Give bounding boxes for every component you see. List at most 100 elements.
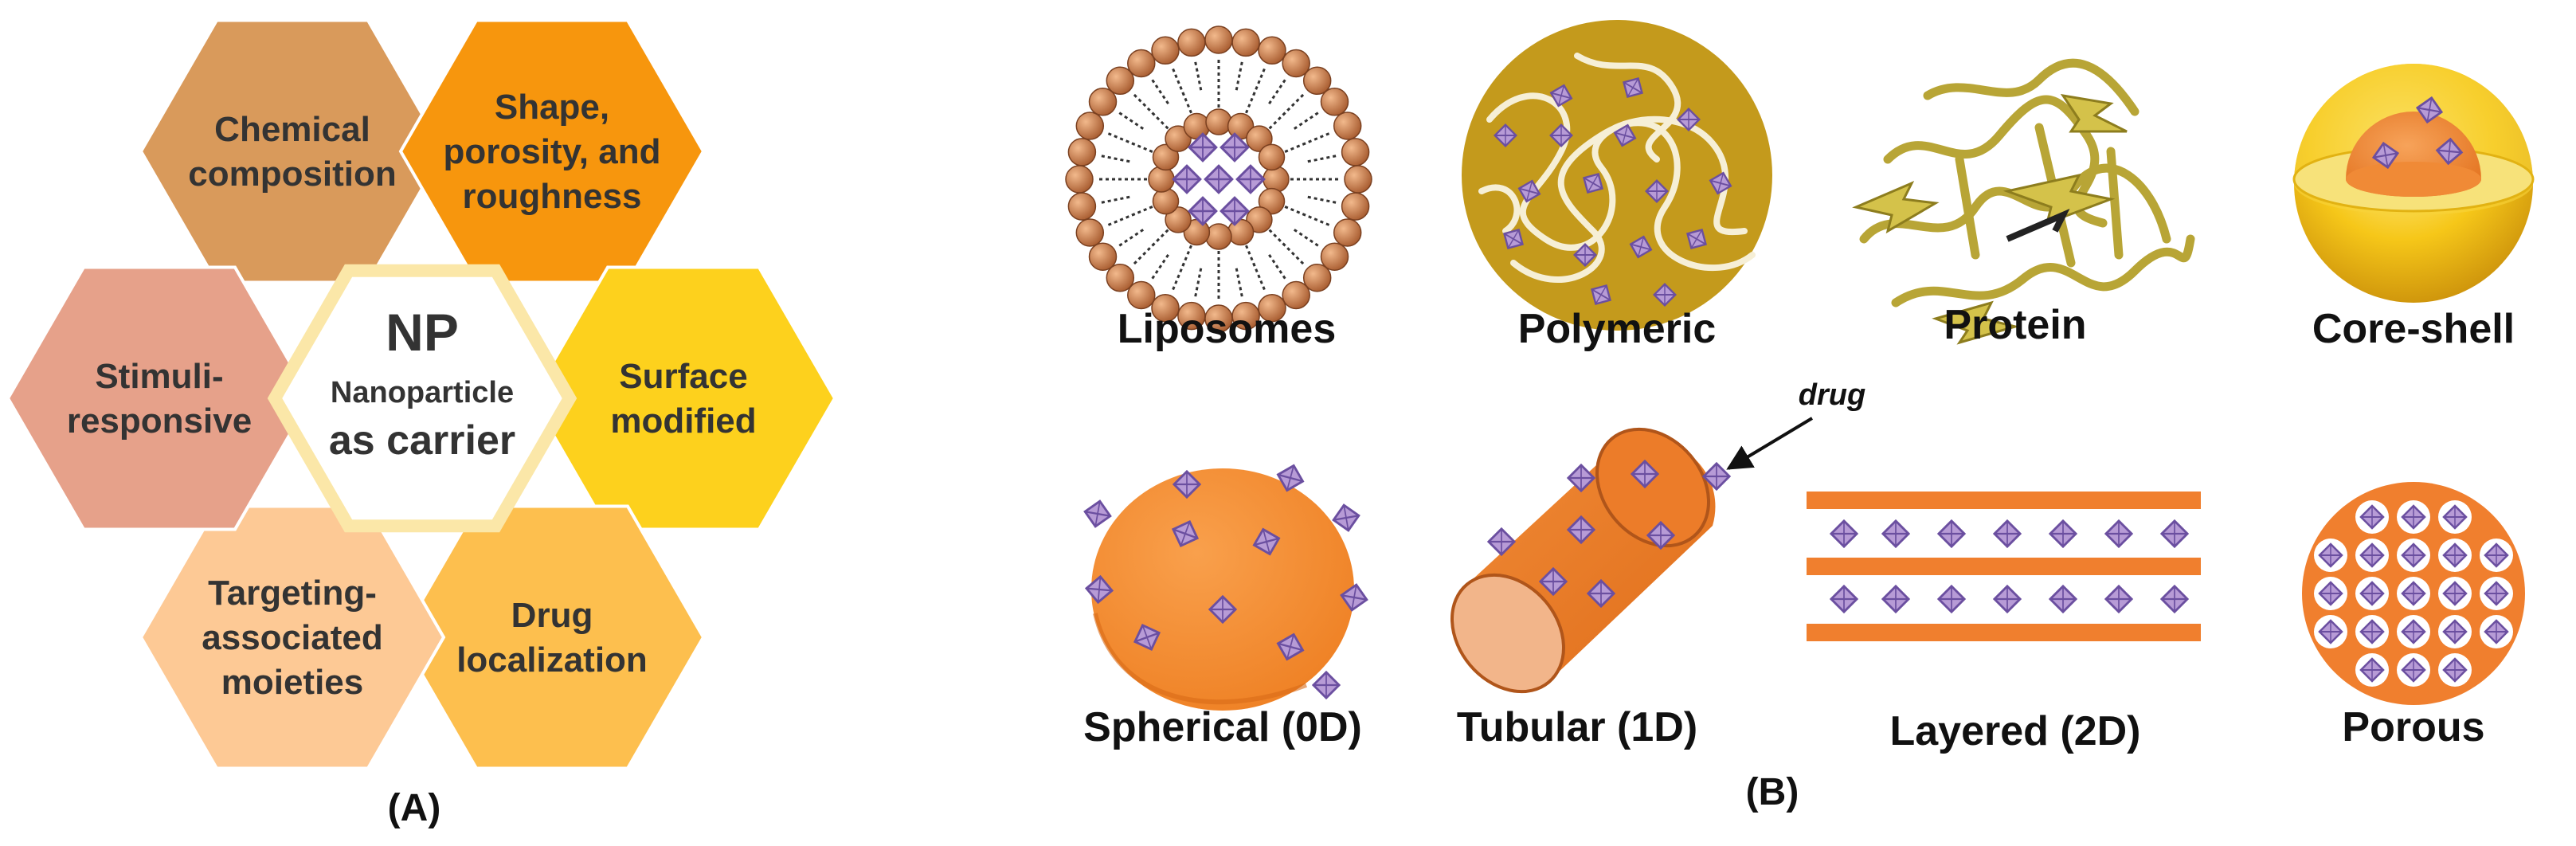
drug-molecule-icon	[2318, 581, 2343, 606]
np-type-label: Tubular (1D)	[1457, 704, 1697, 750]
drug-molecule-icon	[1084, 574, 1114, 605]
np-type-label: Spherical (0D)	[1083, 704, 1362, 750]
hexagon-label: Stimuli-	[95, 357, 223, 396]
tube-opening	[1450, 573, 1566, 694]
drug-molecule-icon	[1573, 243, 1597, 267]
drug-molecule-icon	[1188, 196, 1218, 226]
drug-molecule-icon	[1629, 235, 1653, 259]
drug-molecule-icon	[1677, 108, 1701, 131]
drug-molecule-icon	[2415, 96, 2444, 124]
drug-molecule-icon	[1630, 459, 1660, 489]
drug-molecule-icon	[2359, 581, 2385, 606]
drug-molecule-icon	[2401, 657, 2426, 683]
drug-molecule-icon	[1709, 171, 1732, 195]
drug-molecule-icon	[1936, 584, 1967, 614]
drug-molecule-icon	[1992, 519, 2022, 549]
drug-molecule-icon	[1549, 84, 1573, 108]
drug-molecule-icon	[1171, 519, 1200, 548]
drug-molecule-icon	[1172, 164, 1202, 194]
hexagon-label: associated	[202, 618, 382, 657]
drug-molecule-icon	[2484, 619, 2509, 644]
drug-molecule-icon	[2401, 581, 2426, 606]
drug-arrow	[1726, 417, 1814, 470]
drug-molecule-icon	[1235, 164, 1266, 194]
drug-molecule-icon	[1686, 229, 1707, 249]
drug-molecule-icon	[2359, 542, 2385, 568]
drug-molecule-icon	[2318, 619, 2343, 644]
drug-molecule-icon	[1172, 469, 1202, 499]
drug-molecule-icon	[2371, 141, 2400, 170]
property-hexagon: Surface modified	[530, 265, 837, 531]
drug-molecule-icon	[2159, 519, 2190, 549]
drug-molecule-icon	[1613, 123, 1637, 147]
drug-molecule-icon	[2359, 504, 2385, 530]
layered-icon	[1807, 492, 2201, 641]
drug-molecule-icon	[2442, 619, 2468, 644]
drug-molecule-icon	[1538, 566, 1568, 597]
layer-sheet	[1807, 624, 2201, 641]
drug-molecule-icon	[1701, 461, 1732, 492]
drug-molecule-icon	[2104, 584, 2134, 614]
hexagon-label: Surface	[619, 357, 747, 396]
hexagon-label: Targeting-	[208, 574, 377, 613]
hexagon-label: responsive	[67, 401, 252, 441]
layer-sheet	[1807, 492, 2201, 509]
drug-molecule-icon	[1829, 519, 1859, 549]
np-type-label: Protein	[1944, 302, 2086, 348]
polymeric-drug-cargo	[1494, 77, 1732, 307]
drug-molecule-icon	[1881, 519, 1911, 549]
drug-molecule-icon	[1623, 77, 1643, 98]
np-type-label: Layered (2D)	[1890, 708, 2141, 754]
drug-molecule-icon	[2442, 657, 2468, 683]
drug-molecule-icon	[2359, 619, 2385, 644]
spherical-icon	[1091, 468, 1354, 711]
drug-molecule-icon	[1204, 164, 1234, 194]
layer-sheet	[1807, 558, 2201, 575]
drug-molecule-icon	[1645, 179, 1669, 203]
hexagon-label: roughness	[463, 177, 642, 216]
core-shell-icon	[2292, 64, 2535, 303]
polymeric-nanoparticle-icon	[1462, 20, 1772, 331]
drug-molecule-icon	[2159, 584, 2190, 614]
hexagon-label: modified	[610, 401, 756, 441]
drug-molecule-icon	[2484, 542, 2509, 568]
drug-molecule-icon	[1566, 463, 1596, 493]
drug-molecule-icon	[1486, 527, 1517, 557]
drug-molecule-icon	[1586, 578, 1616, 609]
drug-molecule-icon	[2442, 504, 2468, 530]
drug-molecule-icon	[1549, 123, 1573, 147]
drug-molecule-icon	[1219, 196, 1250, 226]
drug-molecule-icon	[1332, 503, 1360, 532]
drug-molecule-icon	[2048, 519, 2078, 549]
hexagon-label: Chemical	[214, 110, 370, 149]
hexagon-label: Drug	[511, 596, 593, 635]
drug-molecule-icon	[1517, 179, 1541, 203]
drug-molecule-icon	[2401, 504, 2426, 530]
drug-molecule-icon	[2442, 542, 2468, 568]
drug-molecule-icon	[1276, 633, 1305, 661]
liposome-icon	[1065, 25, 1372, 333]
drug-molecule-icon	[1276, 464, 1305, 492]
property-hexagon: Stimuli-responsive	[6, 265, 313, 531]
drug-molecule-icon	[1936, 519, 1967, 549]
tubular-icon	[1450, 427, 1716, 694]
drug-molecule-icon	[2484, 581, 2509, 606]
panel-a-label: (A)	[388, 787, 441, 829]
drug-molecule-icon	[2359, 657, 2385, 683]
np-type-label: Liposomes	[1118, 306, 1337, 352]
drug-molecule-icon	[1646, 520, 1676, 550]
drug-molecule-icon	[1881, 584, 1911, 614]
drug-molecule-icon	[2442, 581, 2468, 606]
drug-molecule-icon	[1340, 583, 1368, 612]
center-caption: as carrier	[329, 417, 515, 464]
drug-molecule-icon	[1083, 499, 1112, 528]
drug-molecule-icon	[1208, 594, 1238, 625]
drug-molecule-icon	[1311, 670, 1341, 700]
hexagon-label: Shape,	[495, 88, 609, 127]
drug-molecule-icon	[2401, 542, 2426, 568]
